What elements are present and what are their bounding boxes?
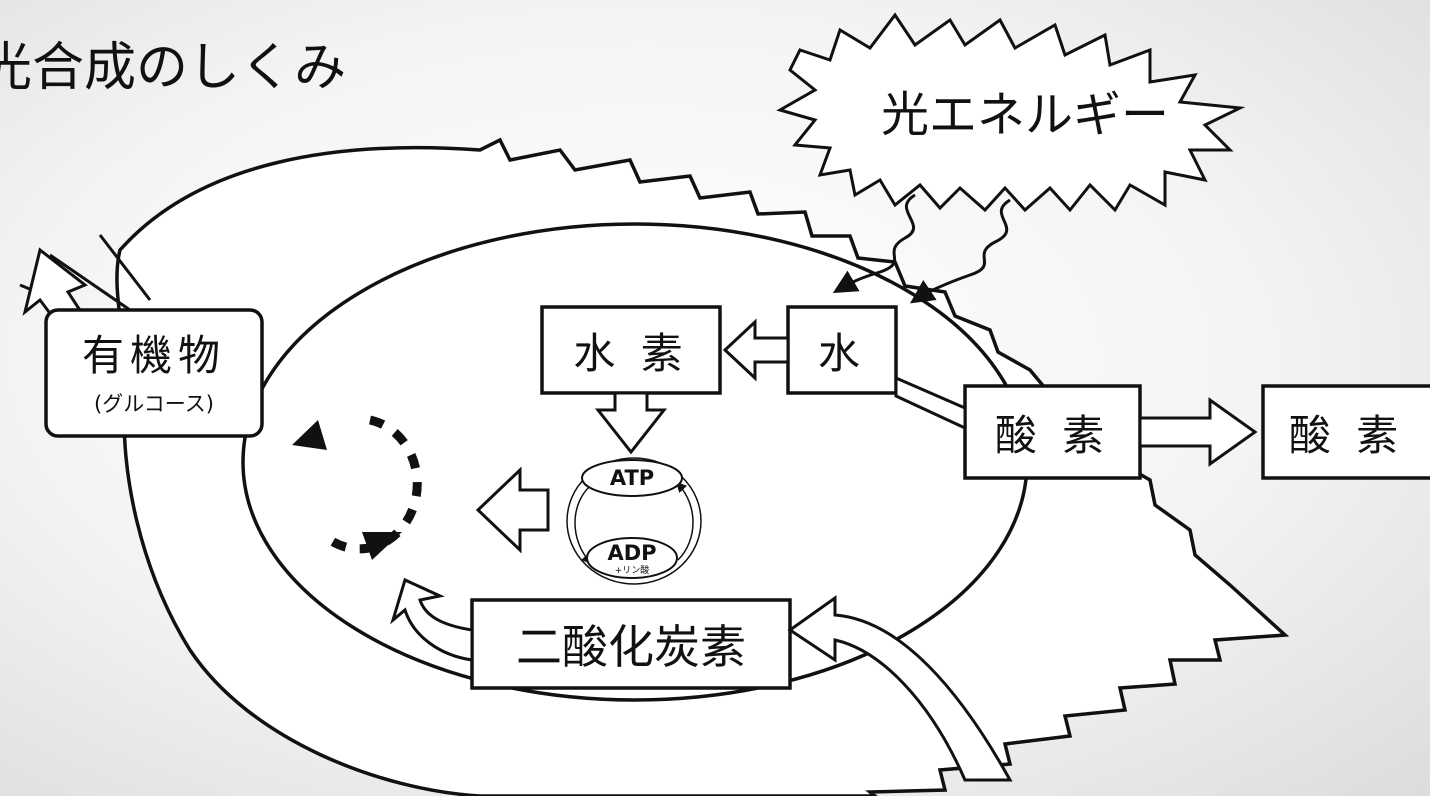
- calvin-arrow-head-1: [292, 420, 327, 450]
- water-label: 水: [817, 328, 866, 378]
- co2-to-cycle-arrow: [390, 577, 474, 662]
- hydrogen-label: 水 素: [573, 328, 689, 378]
- adp-label: ADP: [607, 541, 657, 565]
- diagram-title: 光合成のしくみ: [0, 37, 347, 98]
- atp-cycle-arrow-left: [574, 485, 593, 565]
- co2-intake-arrow: [787, 595, 1013, 782]
- glucose-label: (グルコース): [94, 392, 214, 416]
- water-to-oxygen-arrow: [894, 375, 967, 431]
- co2-label: 二酸化炭素: [516, 620, 746, 674]
- hydrogen-box: [540, 305, 722, 395]
- light-arrow-1: [832, 193, 916, 294]
- organic-export-arrow: [22, 247, 88, 321]
- calvin-arrow-head-2: [362, 532, 402, 560]
- light-burst: [776, 12, 1246, 213]
- oxygen-outer-box: [1261, 384, 1430, 480]
- oxygen-outer-label: 酸 素: [1288, 410, 1405, 460]
- leaf-outline: [115, 137, 1290, 796]
- atp-cycle-arrow-right: [675, 481, 694, 561]
- light-arrow-2: [910, 198, 1011, 304]
- organic-matter-label: 有機物: [81, 330, 226, 380]
- oxygen-inner-box: [963, 384, 1142, 480]
- oxygen-inner-label: 酸 素: [994, 410, 1111, 460]
- water-to-hydrogen-arrow: [722, 318, 790, 382]
- atp-capsule: [581, 459, 683, 497]
- light-energy-label: 光エネルギー: [880, 87, 1169, 143]
- calvin-cycle: [327, 415, 422, 554]
- organic-box: [44, 308, 264, 438]
- atp-label: ATP: [609, 466, 655, 490]
- adp-capsule: [586, 537, 678, 579]
- oxygen-release-arrow: [1138, 397, 1258, 467]
- water-box: [786, 305, 898, 395]
- phosphate-label: +リン酸: [614, 565, 650, 576]
- hydrogen-to-atp-arrow: [594, 391, 668, 455]
- atp-to-cycle-arrow: [475, 466, 550, 554]
